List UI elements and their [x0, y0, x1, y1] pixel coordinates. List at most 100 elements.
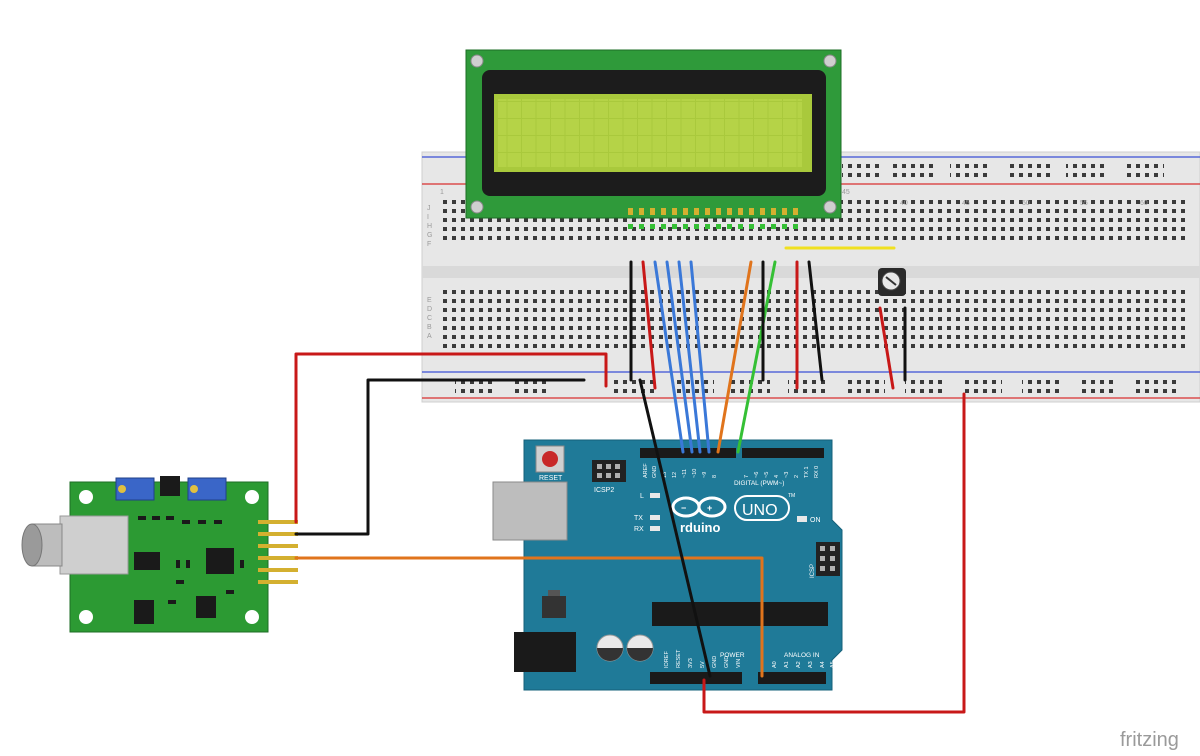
pin-label: GND — [712, 656, 718, 668]
microcontroller-chip — [652, 602, 828, 626]
lcd-display-module — [465, 49, 842, 219]
on-label: ON — [810, 517, 821, 524]
pin-label: 12 — [672, 472, 678, 478]
power-label: POWER — [720, 652, 745, 659]
transistor — [196, 596, 216, 618]
pin-label: ~11 — [682, 469, 688, 478]
pin-label: GND — [724, 656, 730, 668]
lcd-character-grid — [498, 99, 802, 167]
bnc-connector — [59, 515, 129, 575]
pin-label: TX 1 — [804, 466, 810, 478]
mount-hole — [470, 200, 484, 214]
pin-label: ~6 — [754, 472, 760, 478]
analog-header — [758, 672, 826, 684]
usb-connector — [492, 481, 568, 541]
mount-hole — [79, 490, 93, 504]
svg-text:+: + — [707, 503, 712, 513]
pin-label: AREF — [643, 463, 649, 478]
row-letter-e: E — [427, 297, 432, 304]
pin-label: ~9 — [702, 472, 708, 478]
pin-label: A4 — [820, 661, 826, 668]
trimmer-potentiometer — [115, 477, 155, 501]
pin-label: RX 0 — [814, 466, 820, 478]
pin-label: 2 — [794, 475, 800, 478]
pin-label: 4 — [774, 475, 780, 478]
digital-pin-labels: AREF GND 13 12 ~11 ~10 ~9 8 7 ~6 ~5 4 ~3… — [643, 463, 820, 478]
ic-chip — [134, 552, 160, 570]
mount-hole — [470, 54, 484, 68]
pin-label: A0 — [772, 661, 778, 668]
arduino-logo-text: rduino — [680, 520, 720, 535]
pin-label: A2 — [796, 661, 802, 668]
wire-orange — [716, 260, 753, 454]
wire-orange — [294, 556, 764, 678]
col-num: 55 — [1080, 200, 1088, 207]
pin-label: 3V3 — [688, 658, 694, 668]
uno-badge — [734, 495, 790, 521]
arduino-uno-board: RESET ICSP2 AREF GND 13 12 ~11 ~10 ~9 8 … — [492, 439, 843, 691]
mount-hole — [823, 54, 837, 68]
pin-label: A1 — [784, 661, 790, 668]
mount-hole — [79, 610, 93, 624]
ic-chip — [134, 600, 154, 624]
arduino-logo: − + — [671, 496, 727, 518]
wire-blue — [653, 260, 685, 454]
icsp-header — [816, 542, 840, 576]
wire-red — [702, 392, 966, 714]
wire-black — [294, 378, 586, 536]
transistor — [160, 476, 180, 496]
row-letter-i: I — [427, 214, 429, 221]
digital-header-left — [640, 448, 736, 458]
power-header — [650, 672, 742, 684]
uno-text: UNO — [742, 502, 778, 519]
pin-label: A5 — [830, 661, 836, 668]
col-num: 40 — [900, 200, 908, 207]
power-pin-labels: IOREF RESET 3V3 5V GND GND VIN — [664, 649, 742, 668]
icsp-label: ICSP — [810, 564, 816, 578]
wire-blue — [677, 260, 702, 454]
pin-label: VIN — [736, 659, 742, 668]
svg-text:−: − — [681, 503, 686, 513]
pin-label: RESET — [676, 649, 682, 668]
row-letter-a: A — [427, 333, 432, 340]
wire-black — [638, 378, 712, 678]
col-num: 1 — [440, 189, 444, 196]
mount-hole — [245, 490, 259, 504]
row-letter-h: H — [427, 223, 432, 230]
wire-green — [736, 260, 777, 454]
row-letter-b: B — [427, 324, 432, 331]
tm-mark: TM — [788, 493, 795, 499]
fritzing-watermark: fritzing — [1120, 729, 1179, 751]
col-num: 45 — [962, 200, 970, 207]
pin-label: ~5 — [764, 472, 770, 478]
rx-label: RX — [634, 526, 644, 533]
col-num: 60 — [1140, 200, 1148, 207]
pin-label: IOREF — [664, 651, 670, 668]
wire-blue — [665, 260, 694, 454]
l-led-label: L — [640, 493, 644, 500]
pin-label: GND — [652, 466, 658, 478]
icsp2-label: ICSP2 — [594, 487, 614, 494]
row-letter-j: J — [427, 205, 431, 212]
trimmer-potentiometer — [187, 477, 227, 501]
row-letter-d: D — [427, 306, 432, 313]
pin-label: A3 — [808, 661, 814, 668]
lcd-header-pins — [628, 208, 798, 215]
reset-label: RESET — [539, 475, 563, 482]
ic-chip — [206, 548, 234, 574]
mount-hole — [823, 200, 837, 214]
wire-red — [878, 306, 895, 390]
row-letter-c: C — [427, 315, 432, 322]
pin-label: 8 — [712, 475, 718, 478]
pin-label: 7 — [744, 475, 750, 478]
wire-red — [294, 352, 608, 524]
digital-label: DIGITAL (PWM~) — [734, 480, 784, 487]
potentiometer — [878, 268, 906, 296]
rx-led — [650, 526, 660, 531]
analog-label: ANALOG IN — [784, 652, 820, 659]
pin-label: ~10 — [692, 469, 698, 478]
sensor-module — [21, 476, 298, 633]
icsp2-header — [592, 460, 626, 482]
voltage-regulator — [542, 596, 566, 618]
